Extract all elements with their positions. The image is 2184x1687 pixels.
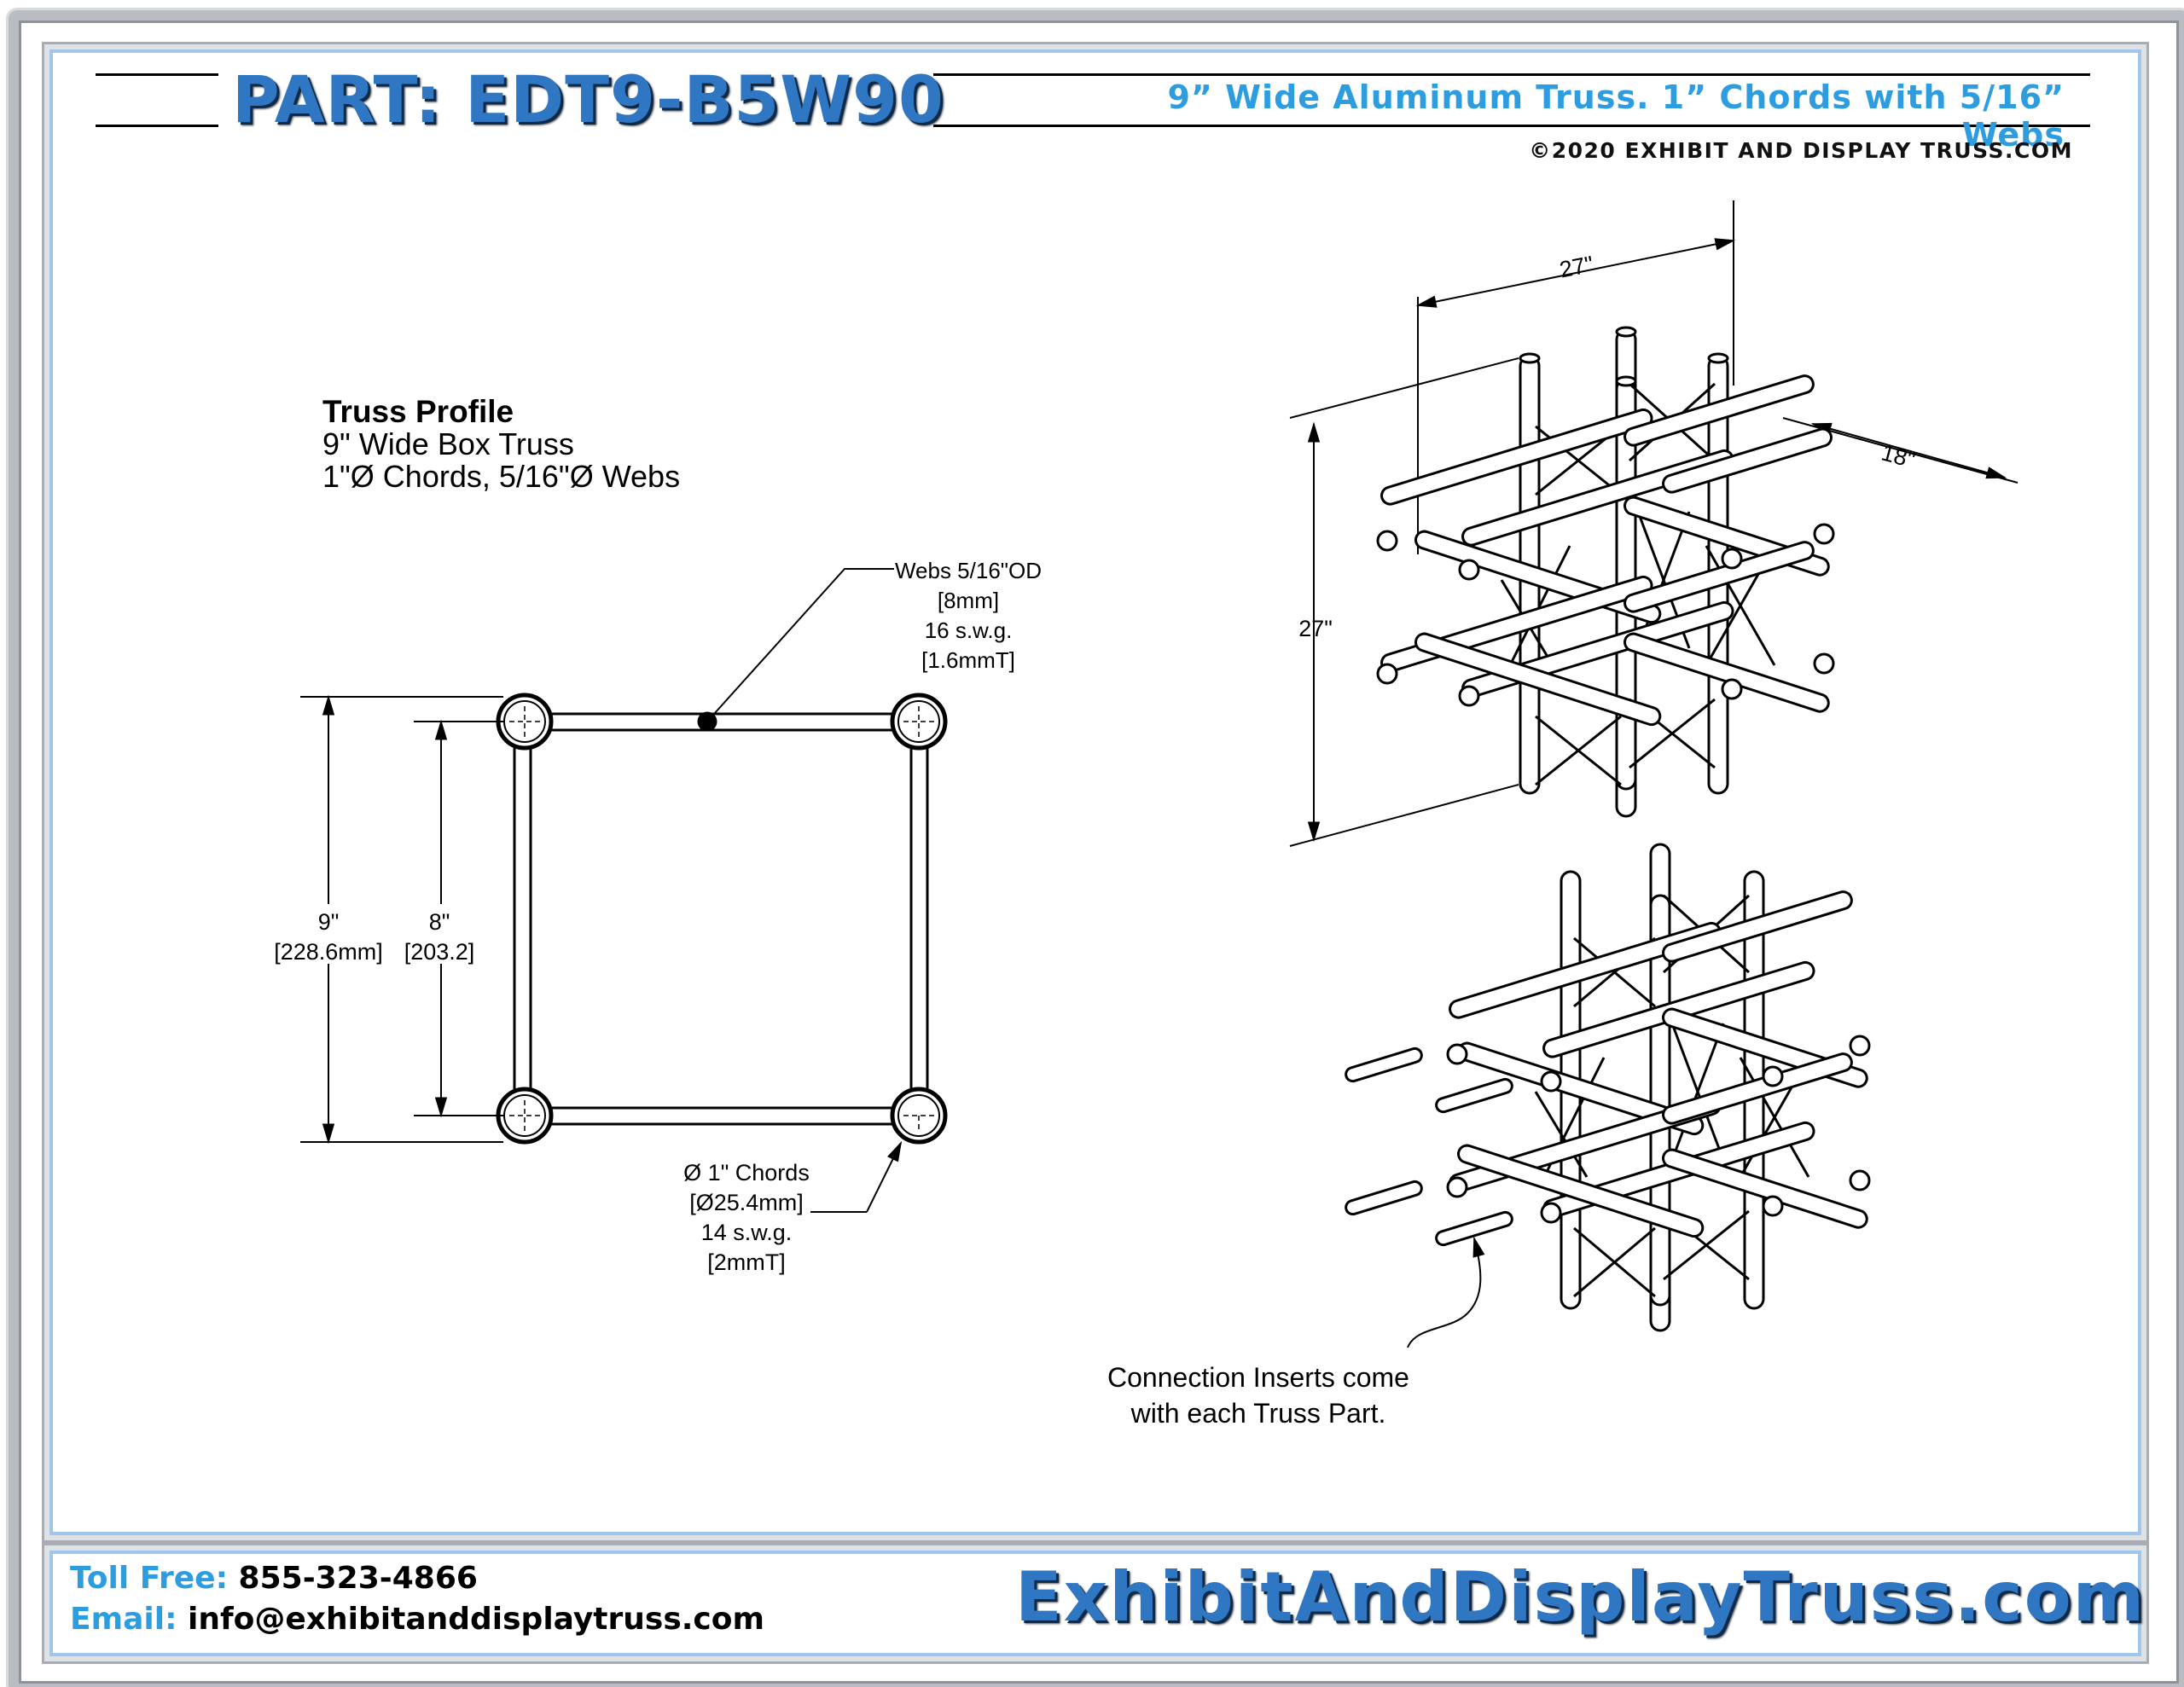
iso-height-dim: 27" bbox=[1298, 616, 1333, 641]
isometric-junction-with-inserts bbox=[1345, 843, 1871, 1348]
outer-height-inches: 9" bbox=[317, 909, 340, 935]
inner-height-inches: 8" bbox=[428, 909, 450, 935]
chords-note-line-2: [Ø25.4mm] bbox=[689, 1190, 804, 1215]
header-rule-right-top bbox=[933, 73, 2090, 76]
webs-note-line-2: [8mm] bbox=[937, 588, 1000, 613]
inner-height-mm: [203.2] bbox=[404, 939, 475, 965]
website-link[interactable]: ExhibitAndDisplayTruss.com bbox=[1015, 1557, 2146, 1637]
chords-note-line-1: Ø 1" Chords bbox=[683, 1160, 810, 1186]
isometric-junction-assembled bbox=[1289, 200, 2018, 847]
connection-inserts bbox=[1345, 1046, 1513, 1247]
footer-bar bbox=[49, 1551, 2141, 1656]
inserts-caption-line-2: with each Truss Part. bbox=[1130, 1398, 1386, 1429]
chords-note-line-4: [2mmT] bbox=[707, 1249, 786, 1275]
chords-note: Ø 1" Chords [Ø25.4mm] 14 s.w.g. [2mmT] bbox=[665, 1158, 828, 1278]
webs-note-line-3: 16 s.w.g. bbox=[924, 617, 1013, 643]
email: Email: info@exhibitanddisplaytruss.com bbox=[70, 1602, 764, 1637]
chord-circles bbox=[496, 693, 948, 1145]
inserts-caption-line-1: Connection Inserts come bbox=[1107, 1362, 1409, 1393]
profile-line-2: 1"Ø Chords, 5/16"Ø Webs bbox=[322, 459, 681, 494]
toll-free: Toll Free: 855-323-4866 bbox=[70, 1561, 478, 1596]
profile-line-1: 9" Wide Box Truss bbox=[322, 426, 574, 461]
part-title: PART: EDT9-B5W90 bbox=[232, 61, 944, 137]
toll-free-number[interactable]: 855-323-4866 bbox=[238, 1561, 478, 1596]
header-rule-left-top bbox=[96, 73, 218, 76]
email-address[interactable]: info@exhibitanddisplaytruss.com bbox=[188, 1602, 765, 1637]
chords-note-line-3: 14 s.w.g. bbox=[700, 1220, 793, 1245]
copyright-notice: ©2020 EXHIBIT AND DISPLAY TRUSS.COM bbox=[1529, 138, 2073, 163]
truss-profile-drawing bbox=[300, 568, 948, 1213]
header-rule-left-bottom bbox=[96, 125, 218, 127]
webs-note-line-4: [1.6mmT] bbox=[921, 647, 1015, 673]
webs-note-line-1: Webs 5/16"OD bbox=[894, 558, 1043, 583]
email-label: Email: bbox=[70, 1602, 177, 1637]
drawing-frame bbox=[49, 49, 2141, 1535]
profile-title: Truss Profile bbox=[322, 394, 514, 429]
inner-height-dim: 8" [203.2] bbox=[388, 907, 491, 967]
inserts-caption: Connection Inserts come with each Truss … bbox=[1092, 1359, 1425, 1431]
outer-frame bbox=[9, 10, 2184, 1687]
toll-free-label: Toll Free: bbox=[70, 1561, 228, 1596]
header-rule-right-bottom bbox=[933, 125, 2090, 127]
outer-height-mm: [228.6mm] bbox=[274, 939, 383, 965]
part-subtitle: 9” Wide Aluminum Truss. 1” Chords with 5… bbox=[1167, 78, 2065, 154]
outer-height-dim: 9" [228.6mm] bbox=[256, 907, 401, 967]
webs-note: Webs 5/16"OD [8mm] 16 s.w.g. [1.6mmT] bbox=[887, 556, 1049, 675]
